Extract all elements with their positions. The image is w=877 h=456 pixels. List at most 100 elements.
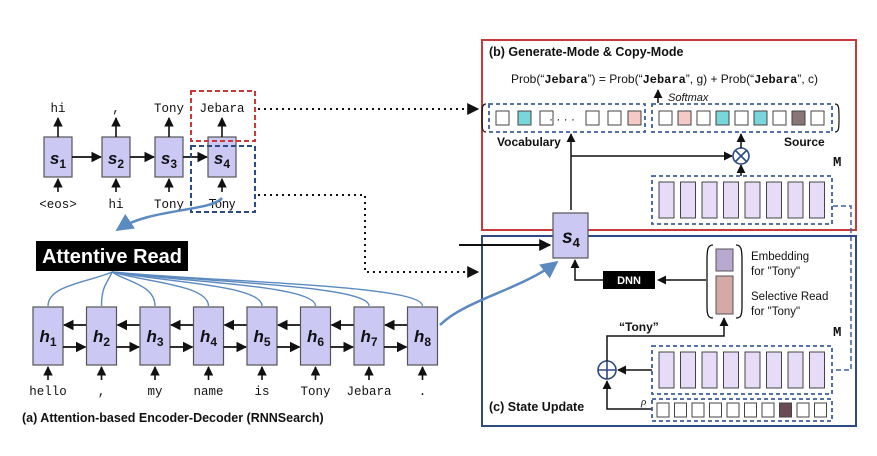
memory-slot xyxy=(787,351,804,389)
encoder-state-label: h3 xyxy=(146,327,163,349)
rho-cell xyxy=(814,402,827,418)
encoder-word: my xyxy=(147,385,163,399)
encoder-word: name xyxy=(193,385,223,399)
encoder-state-7 xyxy=(353,306,385,366)
decoder-input-word: hi xyxy=(108,198,123,212)
selective-label-1: Selective Read xyxy=(751,291,828,303)
decoder-output-word: hi xyxy=(50,102,65,116)
multiply-glyph-b xyxy=(734,149,748,163)
rho-cell xyxy=(709,402,722,418)
encoder-state-label: h1 xyxy=(39,327,56,349)
embedding-vector xyxy=(715,248,734,272)
vocab-cell xyxy=(585,110,600,126)
encoder-to-state-curve xyxy=(439,260,559,326)
source-cell xyxy=(715,110,730,126)
attentive-read-label: Attentive Read xyxy=(42,246,182,268)
dotted-to-panel-c xyxy=(258,194,480,278)
memory-b-label: M xyxy=(833,155,841,171)
decoder-output-word: Tony xyxy=(154,102,185,116)
memory-b-cells xyxy=(658,181,825,219)
rho-label: ρ xyxy=(640,396,646,408)
embed-bracket-right xyxy=(735,244,743,319)
rho-cells xyxy=(656,402,827,418)
source-cell xyxy=(658,110,673,126)
decoder-output-word: , xyxy=(112,102,120,116)
memory-slot xyxy=(680,181,696,219)
rho-cell xyxy=(726,402,740,418)
memory-b-group xyxy=(651,175,833,225)
state-s4-large xyxy=(552,212,589,259)
prob-bracket-left xyxy=(481,103,487,133)
rho-cell xyxy=(796,402,810,418)
dnn-label: DNN xyxy=(617,275,641,287)
memory-slot xyxy=(787,181,804,219)
panel-c-frame xyxy=(481,235,857,427)
vocabulary-group xyxy=(488,103,646,133)
decoder-state-label: s3 xyxy=(161,149,177,171)
decoder-state-3 xyxy=(154,136,184,178)
encoder-state-4 xyxy=(192,306,225,366)
dnn-box xyxy=(603,271,655,289)
decoder-input-word: Tony xyxy=(154,198,185,212)
attention-weight-line xyxy=(111,271,263,307)
panel-b-title: (b) Generate-Mode & Copy-Mode xyxy=(489,45,683,59)
source-cell xyxy=(791,110,806,126)
rho-cell xyxy=(761,402,775,418)
encoder-word: hello xyxy=(29,385,67,399)
decoder-state-2 xyxy=(101,136,131,178)
decoder-input-word: Tony xyxy=(209,197,236,211)
embedding-label-2: for "Tony" xyxy=(751,266,800,278)
encoder-state-2 xyxy=(85,306,118,366)
encoder-state-3 xyxy=(139,306,171,366)
vocabulary-cells xyxy=(495,110,642,126)
memory-slot xyxy=(809,181,825,219)
decoder-input-word: <eos> xyxy=(39,198,77,212)
attentive-read-badge xyxy=(36,241,188,271)
memory-slot xyxy=(744,351,761,389)
encoder-word: . xyxy=(419,385,427,399)
rho-cell xyxy=(779,402,792,418)
decoder-state-label: s1 xyxy=(50,149,66,171)
memory-slot xyxy=(658,351,675,389)
encoder-state-label: h5 xyxy=(253,327,270,349)
attention-weight-line xyxy=(111,271,156,307)
rho-to-sum-arrow xyxy=(602,380,652,410)
encoder-word: Tony xyxy=(300,385,331,399)
encoder-state-label: h2 xyxy=(93,327,110,349)
memory-c-group xyxy=(651,345,833,395)
encoder-state-6 xyxy=(299,306,332,366)
rho-group xyxy=(651,398,833,422)
memory-slot xyxy=(680,351,696,389)
decoder-state-label: s4 xyxy=(214,149,230,171)
source-cell xyxy=(734,110,749,126)
memory-slot xyxy=(809,351,825,389)
tony-label: “Tony” xyxy=(619,320,659,334)
jebara-highlight-box xyxy=(190,90,256,142)
vocab-ellipsis: · · · · xyxy=(549,112,575,126)
attention-weight-line xyxy=(111,271,424,307)
decoder-output-word: Jebara xyxy=(199,102,245,116)
state-s4-large-label: s4 xyxy=(562,227,581,250)
encoder-state-1 xyxy=(32,306,64,366)
selective-read-vector xyxy=(715,275,734,315)
vocab-cell xyxy=(607,110,622,126)
tony-highlight-box xyxy=(190,145,256,213)
encoder-state-label: h7 xyxy=(360,327,377,349)
attention-weight-line xyxy=(47,271,113,307)
encoder-word: Jebara xyxy=(346,385,392,399)
rho-cell xyxy=(691,402,705,418)
memory-slot xyxy=(658,181,675,219)
source-label: Source xyxy=(784,135,825,149)
source-cell xyxy=(753,110,768,126)
decoder-state-1 xyxy=(43,136,73,178)
source-cell xyxy=(677,110,692,126)
sum-to-selective-arrow xyxy=(606,317,729,361)
encoder-word: , xyxy=(98,385,106,399)
embedding-label-1: Embedding xyxy=(751,251,809,263)
vocab-cell xyxy=(627,110,642,126)
memory-slot xyxy=(766,181,782,219)
encoder-state-label: h8 xyxy=(414,327,431,349)
